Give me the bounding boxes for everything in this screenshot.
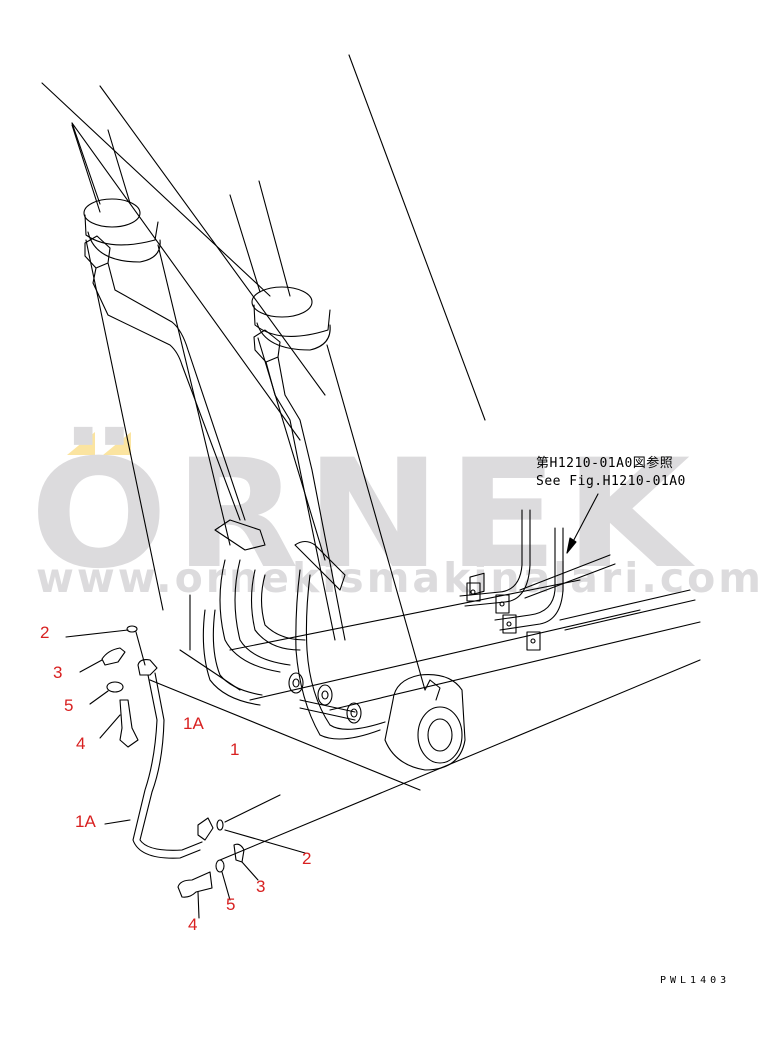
hose-bundle: [179, 519, 386, 740]
right-pipes: [459, 509, 696, 651]
callout-2: 2: [40, 623, 50, 642]
drawing-code: PWL1403: [660, 975, 731, 986]
callout-1a-lower: 1A: [75, 812, 96, 831]
callout-1a: 1A: [183, 714, 204, 733]
reference-note-en: See Fig.H1210-01A0: [536, 474, 686, 489]
callout-2-lower: 2: [302, 849, 312, 868]
flange-fittings: [288, 672, 362, 724]
exploded-parts-lower: [104, 794, 306, 919]
callout-4: 4: [76, 734, 86, 753]
cylinder-bottom: [384, 674, 466, 771]
callout-5-lower: 5: [226, 895, 236, 914]
reference-note-jp: 第H1210-01A0図参照: [536, 456, 674, 471]
reference-arrow: [566, 493, 599, 554]
callout-1: 1: [230, 740, 240, 759]
right-cylinder: [229, 180, 426, 691]
exploded-parts-upper: [65, 625, 203, 859]
callout-3: 3: [53, 663, 63, 682]
left-cylinder: [71, 124, 246, 611]
callout-5: 5: [64, 696, 74, 715]
callout-3-lower: 3: [256, 877, 266, 896]
callout-4-lower: 4: [188, 915, 198, 934]
